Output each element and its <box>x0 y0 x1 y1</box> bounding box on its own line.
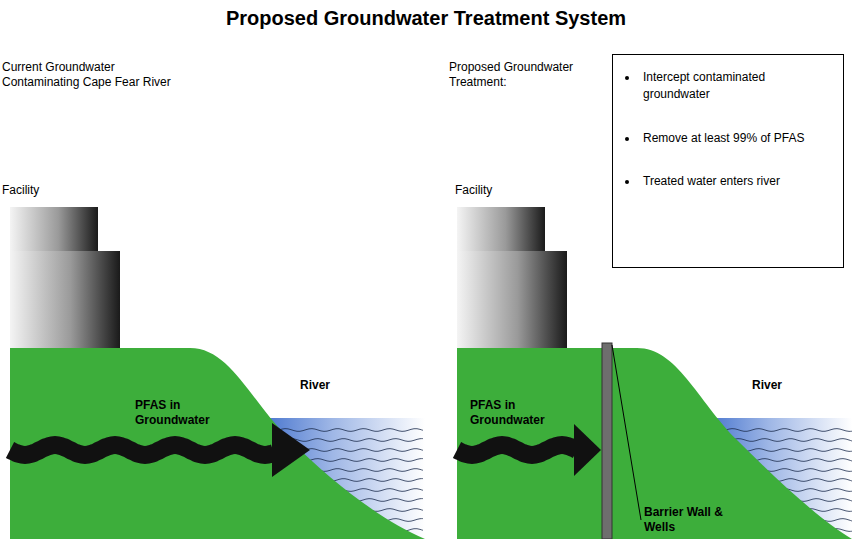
bullet-box: Intercept contaminated groundwaterRemove… <box>612 54 844 268</box>
river-label: River <box>300 378 360 393</box>
bullet-text: Intercept contaminated groundwater <box>643 70 765 101</box>
barrier-label: Barrier Wall & Wells <box>644 505 724 535</box>
pfas-label: PFAS in Groundwater <box>135 398 225 428</box>
bullet-dot <box>625 137 629 141</box>
arrow-head <box>574 424 601 476</box>
panel-heading: Current Groundwater Contaminating Cape F… <box>2 60 187 90</box>
ground <box>457 348 852 539</box>
bullet-text: Remove at least 99% of PFAS <box>643 131 804 145</box>
groundwater-arrow <box>457 445 577 455</box>
arrow-head <box>272 423 310 477</box>
bullet-item: Remove at least 99% of PFAS <box>623 130 833 147</box>
diagram-title: Proposed Groundwater Treatment System <box>226 6 626 31</box>
facility-building <box>10 251 120 348</box>
bullet-dot <box>625 180 629 184</box>
bullet-text: Treated water enters river <box>643 174 780 188</box>
facility-building <box>457 207 545 253</box>
leader-line <box>612 345 641 520</box>
facility-label: Facility <box>455 183 545 198</box>
bullet-item: Intercept contaminated groundwater <box>623 69 833 104</box>
panel-heading: Proposed Groundwater Treatment: <box>449 60 599 90</box>
facility-label: Facility <box>2 183 92 198</box>
river-label: River <box>752 378 812 393</box>
groundwater-arrow <box>10 445 274 455</box>
bullet-item: Treated water enters river <box>623 173 833 190</box>
bullet-dot <box>625 76 629 80</box>
facility-building <box>10 207 98 253</box>
barrier-wall <box>602 343 612 539</box>
pfas-label: PFAS in Groundwater <box>470 398 560 428</box>
facility-building <box>457 251 567 348</box>
ground <box>10 348 425 539</box>
